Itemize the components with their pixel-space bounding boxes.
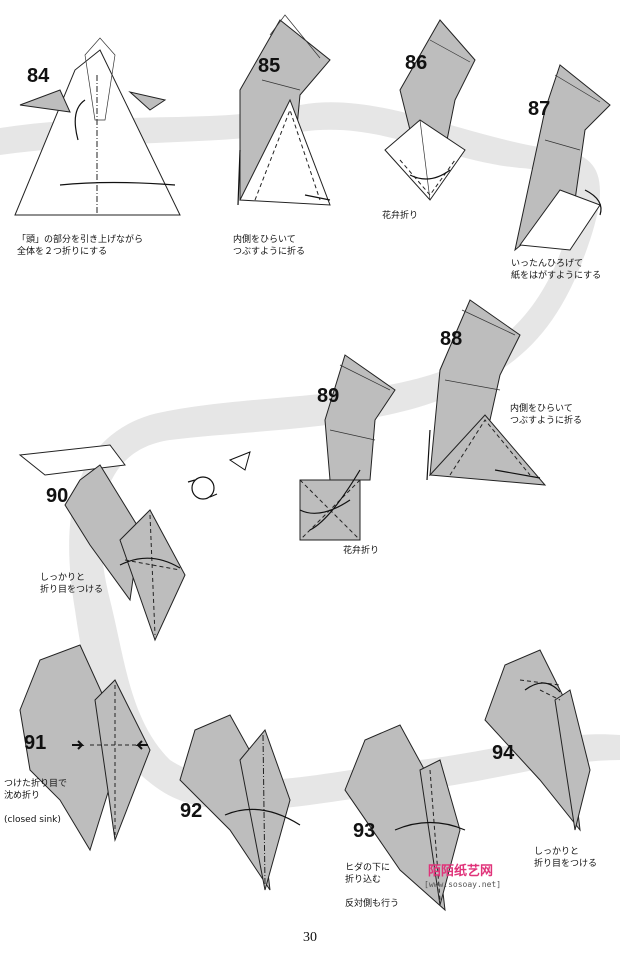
step-84-figure <box>14 37 181 216</box>
step-note: しっかりと 折り目をつける <box>534 847 598 869</box>
step-number: 90 <box>46 485 69 507</box>
step-86-figure <box>384 19 476 201</box>
step-number: 89 <box>317 385 340 407</box>
step-number: 94 <box>492 742 515 764</box>
step-note: 内側をひらいて つぶすように折る <box>510 404 583 426</box>
watermark-url: [www.sosoay.net] <box>424 880 502 889</box>
step-90-figure <box>18 444 186 642</box>
step-number: 92 <box>180 800 203 822</box>
step-note: 内側をひらいて つぶすように折る <box>233 235 306 257</box>
step-number: 85 <box>258 55 281 77</box>
step-94-figure <box>484 649 591 832</box>
step-89-figure <box>299 354 396 541</box>
step-number: 87 <box>528 98 551 120</box>
step-85-figure <box>237 14 331 206</box>
step-number: 93 <box>353 820 376 842</box>
step-91-figure <box>19 644 151 852</box>
step-number: 88 <box>440 328 463 350</box>
page-number: 30 <box>303 930 317 945</box>
step-88-figure <box>426 299 547 486</box>
step-number: 84 <box>27 65 50 87</box>
step-note: つけた折り目で 沈め折り (closed sink) <box>4 779 68 825</box>
step-note: 花弁折り <box>382 211 419 221</box>
step-note: ヒダの下に 折り込む 反対側も行う <box>345 863 400 909</box>
rotate-symbol <box>187 451 251 500</box>
step-number: 86 <box>405 52 428 74</box>
step-92-figure <box>179 714 301 891</box>
step-note: しっかりと 折り目をつける <box>40 573 104 595</box>
step-note: 「頭」の部分を引き上げながら 全体を２つ折りにする <box>17 235 144 257</box>
step-93-figure <box>344 724 466 912</box>
watermark-logo: 陌陌纸艺网 <box>428 864 494 879</box>
step-note: いったんひろげて 紙をはがすようにする <box>511 259 602 281</box>
step-87-figure <box>514 64 611 252</box>
step-number: 91 <box>24 732 47 754</box>
step-note: 花弁折り <box>343 546 380 556</box>
